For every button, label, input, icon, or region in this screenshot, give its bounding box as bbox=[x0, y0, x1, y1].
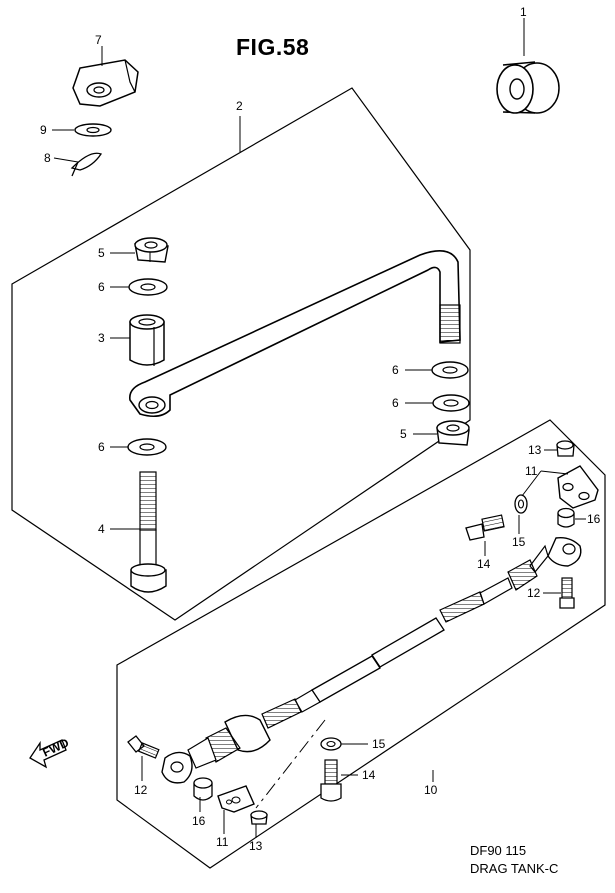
callout-15-upper: 15 bbox=[512, 535, 526, 549]
spacer-part-16-lower bbox=[193, 777, 213, 801]
callout-12-lower: 12 bbox=[134, 783, 148, 797]
fwd-arrow-icon: FWD bbox=[29, 735, 71, 769]
washer-part-15-upper bbox=[514, 494, 528, 514]
callout-5-upper: 5 bbox=[98, 246, 105, 260]
kit-2-outline bbox=[11, 87, 471, 621]
callout-6-right-lower: 6 bbox=[392, 396, 399, 410]
callout-6-right-upper: 6 bbox=[392, 363, 399, 377]
nut-part-13-lower bbox=[250, 810, 268, 825]
callout-4: 4 bbox=[98, 522, 105, 536]
nut-part-5-upper bbox=[134, 237, 169, 263]
section-name: DRAG TANK-C bbox=[470, 861, 559, 876]
callout-16-lower: 16 bbox=[192, 814, 206, 828]
callout-10: 10 bbox=[424, 783, 438, 797]
callout-14-upper: 14 bbox=[477, 557, 491, 571]
bolt-part-12-upper bbox=[559, 577, 575, 609]
fwd-label: FWD bbox=[40, 735, 71, 759]
nut-part-5-right bbox=[436, 420, 470, 446]
nut-part-13-upper bbox=[556, 440, 575, 457]
bracket-part-11-upper bbox=[557, 465, 599, 509]
bracket-part-11-lower bbox=[217, 785, 255, 813]
callout-13-lower: 13 bbox=[249, 839, 263, 853]
bolt-part-14-lower bbox=[320, 759, 342, 802]
assembly-dash-line bbox=[255, 719, 326, 809]
callout-11-lower: 11 bbox=[216, 835, 229, 849]
figure-title: FIG.58 bbox=[236, 34, 310, 60]
model-code: DF90 115 bbox=[470, 843, 527, 858]
washer-part-6-upper-left bbox=[128, 278, 168, 296]
callout-16-upper: 16 bbox=[587, 512, 601, 526]
callout-11-upper: 11 bbox=[525, 464, 538, 478]
kit-10-outline bbox=[116, 419, 606, 869]
cotter-pin-part-8 bbox=[70, 152, 103, 177]
callout-12-upper: 12 bbox=[527, 586, 541, 600]
washer-part-6-lower-left bbox=[127, 438, 167, 456]
callout-15-lower: 15 bbox=[372, 737, 386, 751]
callout-14-lower: 14 bbox=[362, 768, 376, 782]
callout-8: 8 bbox=[44, 151, 51, 165]
spacer-part-16-upper bbox=[557, 507, 575, 528]
bolt-part-14-upper bbox=[465, 514, 505, 541]
callout-2: 2 bbox=[236, 99, 243, 113]
bolt-part-4 bbox=[130, 471, 167, 593]
callout-1: 1 bbox=[520, 5, 527, 19]
callout-7: 7 bbox=[95, 33, 102, 47]
callout-13-upper: 13 bbox=[528, 443, 542, 457]
washer-part-6-right-lower bbox=[432, 394, 470, 412]
callout-5-right: 5 bbox=[400, 427, 407, 441]
drag-link-rod-part-2 bbox=[128, 250, 461, 418]
leader-lines bbox=[52, 18, 586, 838]
clip-part-7 bbox=[72, 59, 139, 107]
washer-part-15-lower bbox=[320, 737, 342, 751]
grommet-part-1 bbox=[496, 61, 560, 114]
callout-9: 9 bbox=[40, 123, 47, 137]
callout-3: 3 bbox=[98, 331, 105, 345]
washer-part-6-right-upper bbox=[431, 361, 469, 379]
cable-assembly-part-10 bbox=[161, 536, 582, 784]
bolt-part-12-lower bbox=[127, 735, 160, 759]
washer-part-9 bbox=[74, 123, 112, 137]
callout-6-upper-left: 6 bbox=[98, 280, 105, 294]
collar-part-3 bbox=[129, 314, 165, 366]
callout-6-lower-left: 6 bbox=[98, 440, 105, 454]
